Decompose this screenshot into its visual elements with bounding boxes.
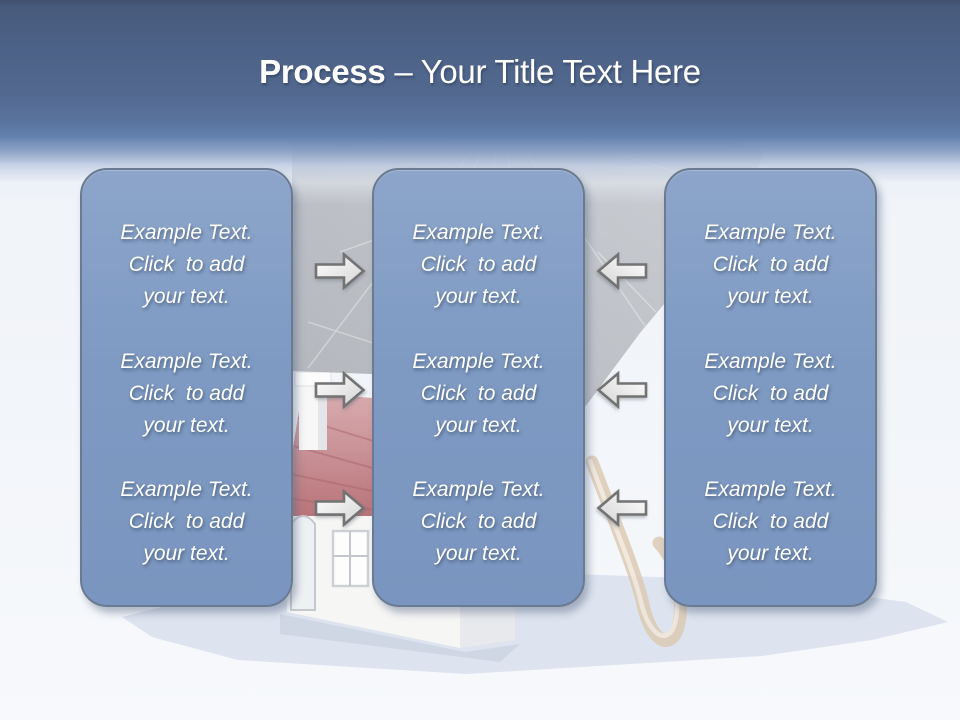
text-placeholder[interactable]: Example Text. Click to add your text. <box>684 474 857 570</box>
placeholder-line: Click to add <box>712 510 829 533</box>
placeholder-line: Example Text. <box>704 221 837 244</box>
title-emphasis: Process <box>259 53 386 90</box>
house-window <box>331 529 370 588</box>
placeholder-line: your text. <box>435 413 522 437</box>
text-placeholder[interactable]: Example Text. Click to add your text. <box>100 217 273 313</box>
text-placeholder[interactable]: Example Text. Click to add your text. <box>392 217 565 313</box>
placeholder-line: Example Text. <box>704 349 837 373</box>
placeholder-line: your text. <box>727 285 814 308</box>
placeholder-line: Example Text. <box>120 478 253 501</box>
placeholder-line: your text. <box>143 413 230 437</box>
placeholder-line: Click to add <box>712 253 829 276</box>
house-base-shadow <box>280 614 520 662</box>
panel-left[interactable]: Example Text. Click to add your text. Ex… <box>80 168 293 607</box>
panel-middle[interactable]: Example Text. Click to add your text. Ex… <box>372 168 585 607</box>
placeholder-line: Click to add <box>420 510 537 533</box>
placeholder-line: your text. <box>435 542 522 565</box>
arrow-left-icon <box>596 489 648 527</box>
text-placeholder[interactable]: Example Text. Click to add your text. <box>392 474 565 570</box>
placeholder-line: Click to add <box>420 381 537 405</box>
house-door <box>290 515 316 611</box>
placeholder-line: Example Text. <box>412 349 545 373</box>
text-placeholder[interactable]: Example Text. Click to add your text. <box>684 217 857 313</box>
arrow-right-icon <box>314 489 366 527</box>
placeholder-line: your text. <box>143 542 230 565</box>
placeholder-line: Click to add <box>128 510 245 533</box>
placeholder-line: Example Text. <box>412 478 545 501</box>
placeholder-line: Click to add <box>128 381 245 405</box>
placeholder-line: Example Text. <box>412 221 545 244</box>
placeholder-line: Example Text. <box>120 349 253 373</box>
placeholder-line: your text. <box>435 285 522 308</box>
title-rest: – Your Title Text Here <box>394 53 701 90</box>
placeholder-line: your text. <box>727 413 814 437</box>
arrow-right-icon <box>314 371 366 409</box>
placeholder-line: Click to add <box>420 253 537 276</box>
placeholder-line: Click to add <box>712 381 829 405</box>
arrow-left-icon <box>596 252 648 290</box>
placeholder-line: your text. <box>727 542 814 565</box>
text-placeholder[interactable]: Example Text. Click to add your text. <box>684 346 857 442</box>
text-placeholder[interactable]: Example Text. Click to add your text. <box>392 346 565 442</box>
panel-right[interactable]: Example Text. Click to add your text. Ex… <box>664 168 877 607</box>
arrow-right-icon <box>314 252 366 290</box>
placeholder-line: Click to add <box>128 253 245 276</box>
placeholder-line: your text. <box>143 285 230 308</box>
placeholder-line: Example Text. <box>704 478 837 501</box>
text-placeholder[interactable]: Example Text. Click to add your text. <box>100 346 273 442</box>
page-title: Process – Your Title Text Here <box>0 53 960 91</box>
placeholder-line: Example Text. <box>120 221 253 244</box>
arrow-left-icon <box>596 371 648 409</box>
text-placeholder[interactable]: Example Text. Click to add your text. <box>100 474 273 570</box>
